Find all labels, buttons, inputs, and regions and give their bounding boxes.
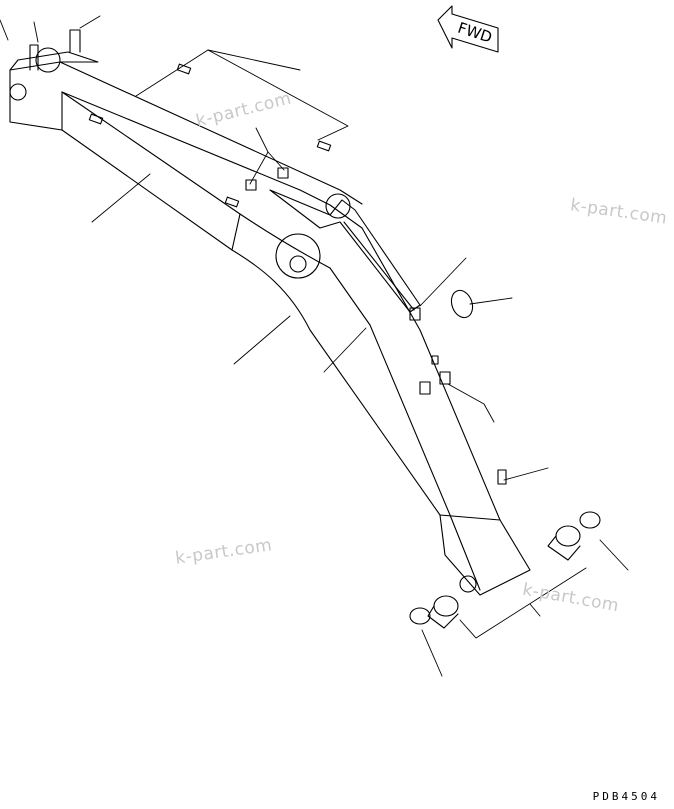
flange [450,289,474,319]
bushings [409,511,601,629]
cylinder-boss [275,233,321,279]
fwd-arrow-icon: FWD [437,5,499,53]
boom-body [9,61,531,596]
leader-lines [0,15,629,677]
nameplates [88,63,507,485]
drawing-code: PDB4504 [592,790,660,803]
foot-bracket [9,29,99,101]
hose-clamps [245,167,451,395]
arm-cylinder-bracket [269,189,421,313]
